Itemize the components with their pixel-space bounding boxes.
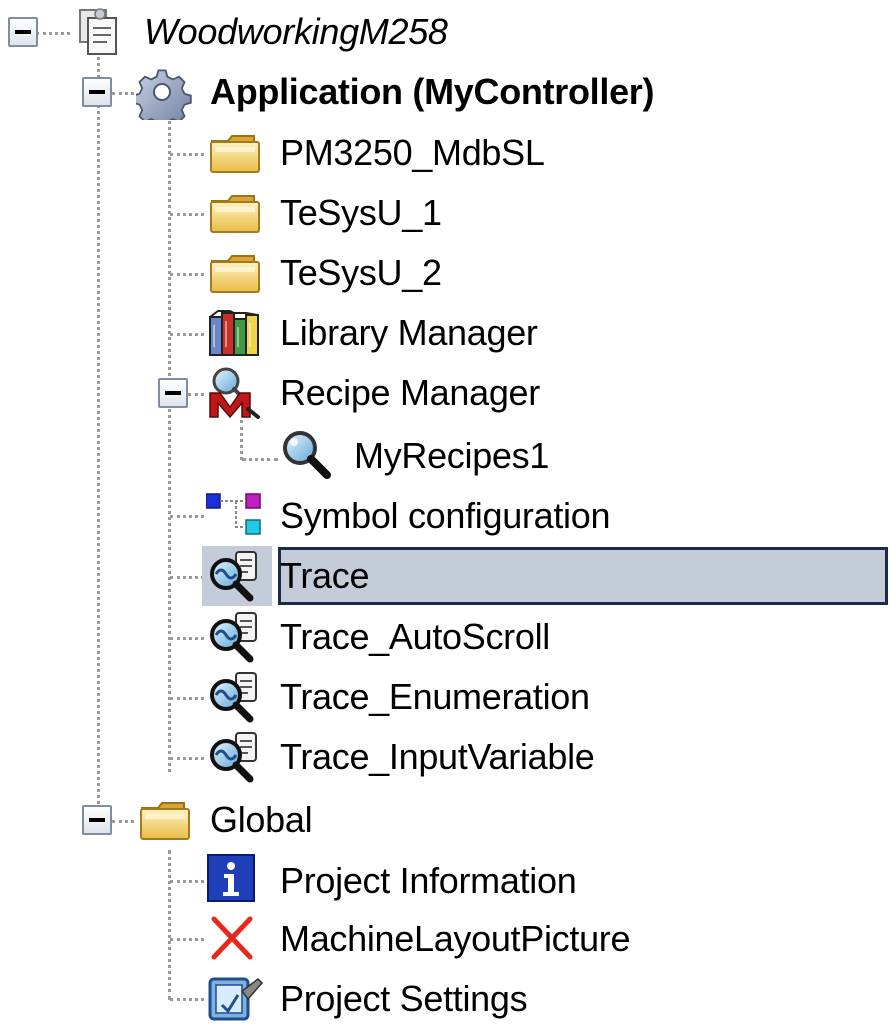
trace-icon (206, 729, 264, 785)
trace-icon (206, 548, 264, 604)
tree-node-label: Trace_InputVariable (280, 736, 595, 777)
tree-connector (170, 153, 204, 156)
collapse-recipe-manager-expander[interactable] (158, 378, 188, 408)
collapse-global-expander[interactable] (82, 805, 112, 835)
tree-connector (242, 458, 278, 461)
tree-connector (170, 515, 204, 518)
trace-icon (206, 669, 264, 725)
tree-connector (170, 757, 204, 760)
symbol-config-icon (206, 488, 264, 544)
tree-node-label: TeSysU_2 (280, 252, 442, 293)
tree-node-label: Symbol configuration (280, 495, 611, 536)
gear-icon (136, 64, 194, 120)
tree-node-label: TeSysU_1 (280, 192, 442, 233)
project-icon (70, 4, 128, 60)
tree-connector (170, 637, 204, 640)
tree-connector (97, 50, 100, 822)
red-x-icon (206, 911, 264, 967)
tree-node-label: Project Information (280, 860, 577, 901)
collapse-application-expander[interactable] (82, 77, 112, 107)
tree-connector (170, 697, 204, 700)
tree-connector (170, 938, 204, 941)
magnifier-icon (280, 428, 338, 484)
folder-icon (206, 245, 264, 301)
tree-node-label: PM3250_MdbSL (280, 132, 545, 173)
tree-node-label: Library Manager (280, 312, 538, 353)
tree-connector (170, 273, 204, 276)
tree-connector (240, 420, 243, 460)
tree-connector (168, 850, 171, 1000)
tree-node-label: MyRecipes1 (354, 435, 550, 476)
books-icon (206, 305, 264, 361)
tree-connector (112, 92, 134, 95)
folder-icon (206, 185, 264, 241)
tree-node-label: Trace (280, 555, 370, 596)
tree-connector (188, 393, 204, 396)
tree-node-label: Recipe Manager (280, 372, 540, 413)
folder-icon (136, 792, 194, 848)
tree-connector (170, 576, 204, 579)
collapse-root-expander[interactable] (8, 17, 38, 47)
tree-node-label: Trace_AutoScroll (280, 616, 550, 657)
trace-icon (206, 609, 264, 665)
tree-connector (170, 998, 204, 1001)
tree-connector (170, 213, 204, 216)
tree-node-label: MachineLayoutPicture (280, 918, 631, 959)
folder-icon (206, 125, 264, 181)
recipe-manager-icon (206, 365, 264, 421)
project-settings-icon (206, 971, 264, 1027)
trace-selection-highlight (278, 547, 888, 605)
tree-connector (112, 820, 134, 823)
tree-connector (170, 880, 204, 883)
tree-node-label: Trace_Enumeration (280, 676, 590, 717)
tree-node-label: Application (MyController) (210, 71, 655, 112)
tree-node-label: Project Settings (280, 978, 528, 1019)
tree-connector (168, 116, 171, 772)
info-icon (206, 853, 264, 909)
tree-connector (36, 32, 70, 35)
tree-node-label: Global (210, 799, 313, 840)
tree-node-label: WoodworkingM258 (144, 11, 448, 52)
tree-connector (170, 333, 204, 336)
